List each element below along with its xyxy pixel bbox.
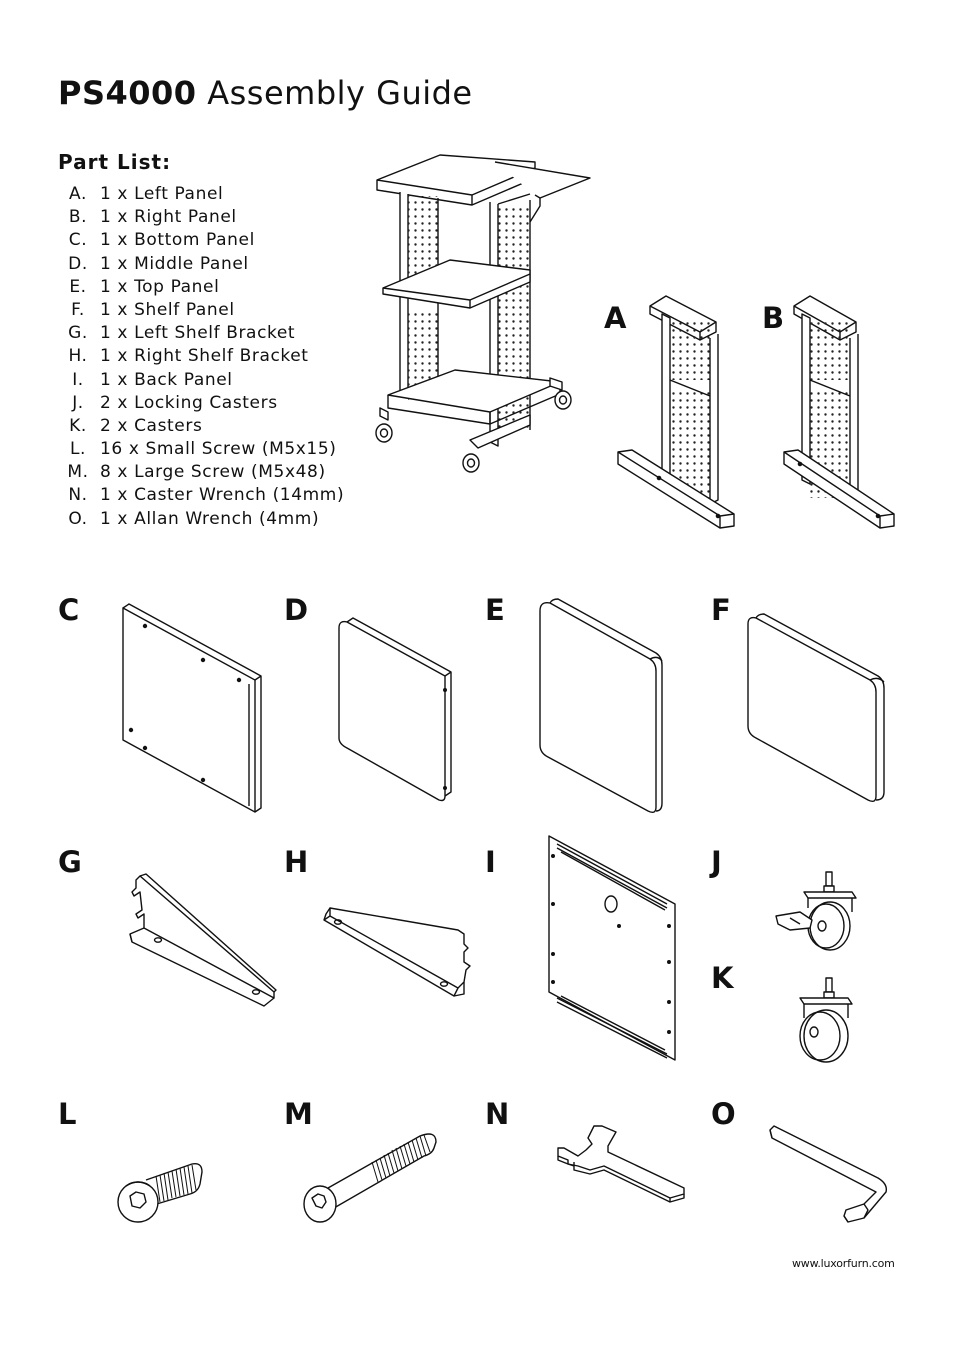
caster-illustration: [782, 974, 862, 1066]
caster-wrench-illustration: [550, 1120, 690, 1205]
list-item: C.1 x Bottom Panel: [68, 230, 255, 251]
right-shelf-bracket-illustration: [318, 900, 483, 1005]
list-item: E.1 x Top Panel: [69, 276, 220, 297]
list-item: K.2 x Casters: [69, 415, 203, 436]
top-panel-illustration: [532, 595, 667, 820]
list-item: B.1 x Right Panel: [68, 207, 237, 228]
part-label-h: H: [284, 845, 309, 879]
part-list: A.1 x Left Panel B.1 x Right Panel C.1 x…: [56, 184, 344, 532]
part-label-j: J: [711, 845, 722, 879]
back-panel-illustration: [543, 832, 683, 1067]
list-item: H.1 x Right Shelf Bracket: [68, 346, 309, 367]
list-item: O.1 x Allan Wrench (4mm): [68, 508, 320, 529]
part-label-o: O: [711, 1097, 736, 1131]
part-label-e: E: [485, 593, 505, 627]
list-item: J.2 x Locking Casters: [72, 392, 278, 413]
part-label-n: N: [485, 1097, 510, 1131]
allan-wrench-illustration: [764, 1120, 894, 1230]
assembled-cart-illustration: [370, 150, 600, 480]
middle-panel-illustration: [333, 614, 463, 809]
bottom-panel-illustration: [115, 600, 270, 820]
part-label-f: F: [711, 593, 731, 627]
model-number: PS4000: [58, 74, 197, 112]
list-item: G.1 x Left Shelf Bracket: [68, 323, 296, 344]
left-panel-illustration: [614, 292, 744, 532]
list-item: I.1 x Back Panel: [72, 369, 233, 390]
locking-caster-illustration: [770, 868, 860, 953]
part-label-k: K: [711, 961, 734, 995]
list-item: F.1 x Shelf Panel: [71, 299, 235, 320]
list-item: M.8 x Large Screw (M5x48): [67, 462, 326, 483]
list-item: L.16 x Small Screw (M5x15): [69, 439, 337, 460]
part-label-i: I: [485, 845, 496, 879]
title-text: Assembly Guide: [207, 74, 473, 112]
part-label-c: C: [58, 593, 80, 627]
page-title: PS4000 Assembly Guide: [58, 74, 473, 112]
list-item: N.1 x Caster Wrench (14mm): [68, 485, 345, 506]
large-screw-illustration: [300, 1128, 445, 1228]
part-label-a: A: [604, 301, 627, 335]
small-screw-illustration: [110, 1156, 210, 1226]
left-shelf-bracket-illustration: [124, 868, 284, 1013]
list-item: D.1 x Middle Panel: [68, 253, 249, 274]
part-label-m: M: [284, 1097, 313, 1131]
part-label-g: G: [58, 845, 82, 879]
part-label-l: L: [58, 1097, 77, 1131]
right-panel-illustration: [780, 292, 910, 532]
list-item: A.1 x Left Panel: [69, 184, 224, 204]
part-label-b: B: [762, 301, 785, 335]
part-list-heading: Part List:: [58, 150, 172, 174]
part-label-d: D: [284, 593, 309, 627]
footer-url: www.luxorfurn.com: [792, 1257, 895, 1270]
shelf-panel-illustration: [742, 610, 892, 810]
